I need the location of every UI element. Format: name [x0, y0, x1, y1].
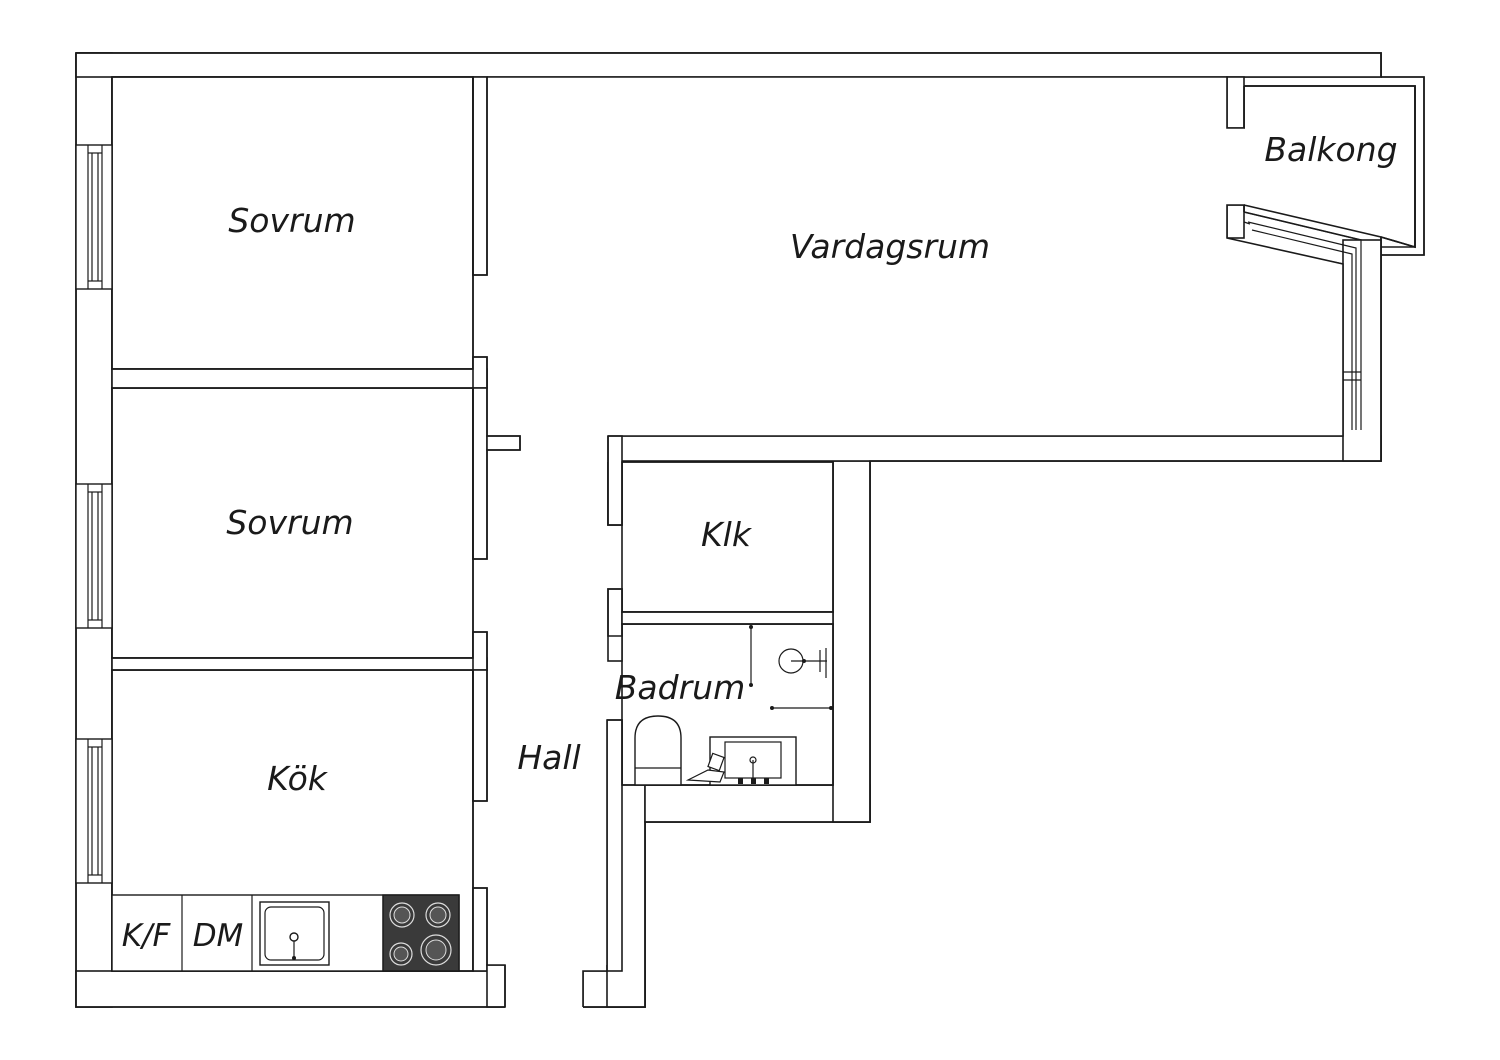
windows: [75, 144, 1362, 884]
window-kok: [75, 738, 113, 884]
balkong-outline: [1244, 76, 1425, 256]
appliance-label-fridge-freezer: K/F: [122, 918, 172, 954]
room-label-klk: Klk: [701, 515, 753, 554]
room-label-badrum: Badrum: [615, 668, 745, 707]
kitchen-sink-icon: [259, 901, 330, 966]
room-floor-clean: [75, 52, 1425, 1008]
shower-icon: [749, 625, 833, 710]
window-sovrum-1: [75, 144, 113, 290]
washbasin-icon: [685, 736, 797, 786]
room-label-sovrum-2: Sovrum: [226, 503, 353, 542]
appliance-label-dishwasher: DM: [193, 918, 244, 954]
room-label-hall: Hall: [517, 738, 580, 777]
stove-icon: [382, 894, 460, 972]
kitchen-counter: [111, 894, 460, 972]
room-label-sovrum-1: Sovrum: [228, 201, 355, 240]
room-labels: Sovrum Sovrum Vardagsrum Balkong Klk Bad…: [122, 130, 1398, 954]
interior-walls: [111, 76, 834, 1008]
toilet-icon: [634, 715, 682, 786]
room-label-kok: Kök: [267, 759, 329, 798]
window-sovrum-2: [75, 483, 113, 629]
window-vardagsrum-balkong: [1243, 211, 1362, 430]
bathroom-fixtures: [634, 625, 833, 786]
room-label-balkong: Balkong: [1264, 130, 1397, 169]
room-label-vardagsrum: Vardagsrum: [790, 227, 990, 266]
